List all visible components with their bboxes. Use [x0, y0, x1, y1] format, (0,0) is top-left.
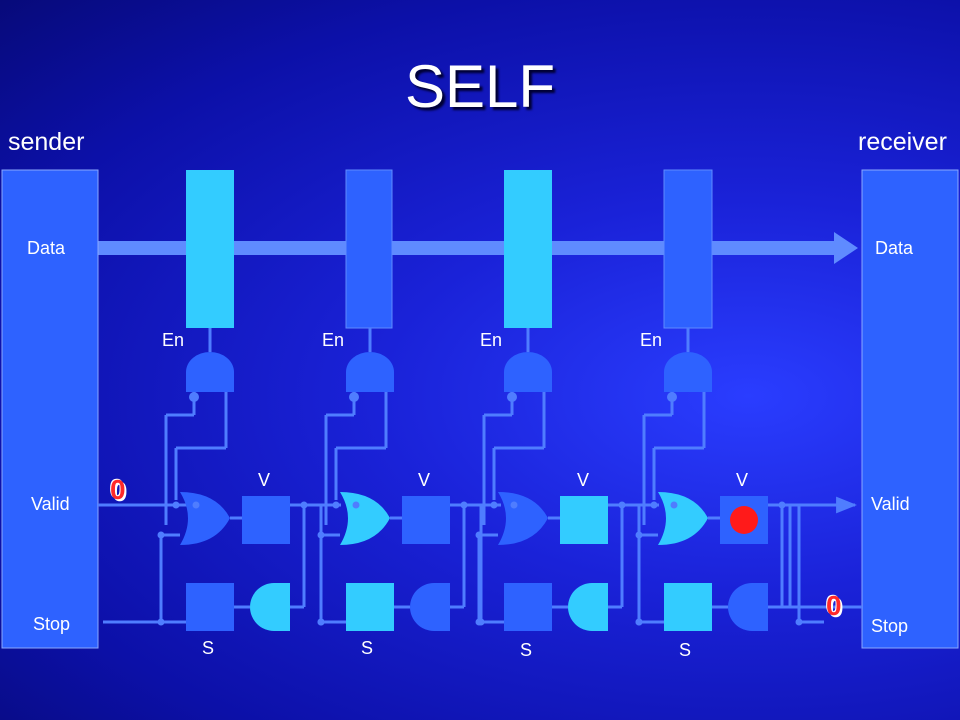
valid-token	[730, 506, 758, 534]
or-gate-1	[180, 492, 230, 545]
data-register-1	[186, 170, 234, 328]
stage-wires	[157, 328, 824, 631]
sender-stop-label: Stop	[33, 614, 71, 634]
stop-and-gate-3	[568, 583, 608, 631]
stage-1-s-label: S	[202, 638, 215, 658]
or-gate-4	[658, 492, 708, 545]
data-register-2	[345, 169, 393, 329]
stop-and-gate-2	[410, 583, 450, 631]
receiver-data-label: Data	[875, 238, 914, 258]
stop-latch-2	[346, 583, 394, 631]
stage-3-v-label: V	[577, 470, 590, 490]
sender-block	[1, 169, 99, 649]
data-bus	[98, 232, 858, 264]
stage-3-en-label: En	[480, 330, 503, 350]
stop-latch-1	[186, 583, 234, 631]
or-gate-2	[340, 492, 390, 545]
stage-2-v-label: V	[418, 470, 431, 490]
receiver-label: receiver	[858, 128, 947, 156]
stop-and-gate-1	[250, 583, 290, 631]
stop-zero-value: 0	[826, 590, 842, 621]
valid-latch-1	[242, 496, 290, 544]
stop-latch-3	[504, 583, 552, 631]
stage-1-v-label: V	[258, 470, 271, 490]
slide-title: SELF	[404, 53, 556, 120]
stop-latch-4	[664, 583, 712, 631]
stage-2-s-label: S	[361, 638, 374, 658]
data-register-4	[663, 169, 713, 329]
stage-4-s-label: S	[679, 640, 692, 660]
valid-latch-3	[560, 496, 608, 544]
stage-4-en-label: En	[640, 330, 663, 350]
sender-valid-label: Valid	[31, 494, 70, 514]
receiver-stop-label: Stop	[871, 616, 909, 636]
sender-data-label: Data	[27, 238, 66, 258]
valid-latch-2	[402, 496, 450, 544]
or-gate-3	[498, 492, 548, 545]
stop-and-gate-4	[728, 583, 768, 631]
stage-2-en-label: En	[322, 330, 345, 350]
stage-3-s-label: S	[520, 640, 533, 660]
valid-zero-value: 0	[110, 474, 126, 505]
en-and-gate-1	[186, 352, 234, 392]
stage-1-en-label: En	[162, 330, 185, 350]
receiver-valid-label: Valid	[871, 494, 910, 514]
en-and-gate-2	[346, 352, 394, 392]
sender-label: sender	[8, 128, 85, 156]
en-and-gate-4	[664, 352, 712, 392]
receiver-block	[861, 169, 959, 649]
en-and-gate-3	[504, 352, 552, 392]
data-register-3	[504, 170, 552, 328]
stage-4-v-label: V	[736, 470, 749, 490]
